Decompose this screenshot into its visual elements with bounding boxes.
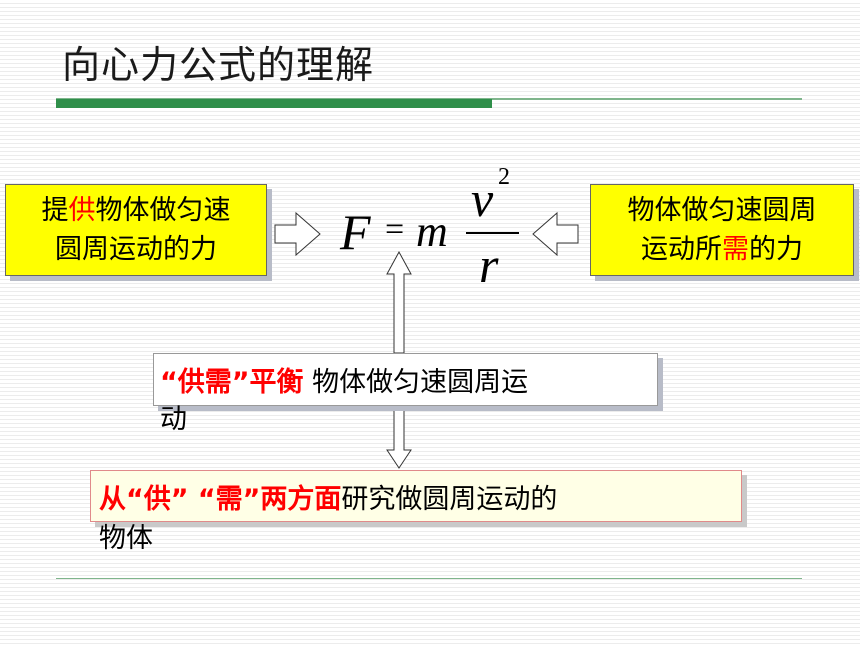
demand-force-box: 物体做匀速圆周 运动所需的力 [590, 184, 854, 276]
right-arrow-icon [274, 211, 321, 257]
balance-label: “供需”平衡 [160, 367, 304, 398]
formula-exponent: 2 [498, 164, 510, 190]
footer-line [56, 578, 802, 579]
formula-r: r [479, 237, 499, 293]
demand-line-2: 运动所需的力 [641, 234, 803, 265]
supply-highlight: 供 [68, 195, 96, 226]
formula-v: v [471, 171, 494, 227]
balance-overflow-text: 动 [160, 404, 187, 435]
study-box [90, 470, 742, 522]
supply-force-box: 提供物体做匀速 圆周运动的力 [5, 184, 267, 276]
title-underline-thick [56, 99, 492, 108]
supply-line-1: 提供物体做匀速 [41, 195, 231, 226]
study-overflow-text: 物体 [99, 523, 153, 554]
study-text: 从“供” “需”两方面研究做圆周运动的 [99, 484, 558, 515]
page-title: 向心力公式的理解 [62, 43, 375, 87]
supply-line-2: 圆周运动的力 [55, 234, 217, 265]
balance-text: “供需”平衡 物体做匀速圆周运 [160, 367, 529, 398]
down-arrow-icon [386, 409, 412, 469]
left-arrow-icon [532, 211, 579, 257]
study-highlight: 从“供” “需”两方面 [99, 484, 342, 515]
formula-equals: = [385, 211, 405, 248]
demand-line-1: 物体做匀速圆周 [627, 195, 817, 226]
formula-F: F [340, 204, 371, 260]
up-arrow-icon [386, 250, 412, 354]
formula-m: m [416, 207, 448, 256]
balance-box [153, 353, 658, 406]
demand-highlight: 需 [722, 234, 749, 265]
